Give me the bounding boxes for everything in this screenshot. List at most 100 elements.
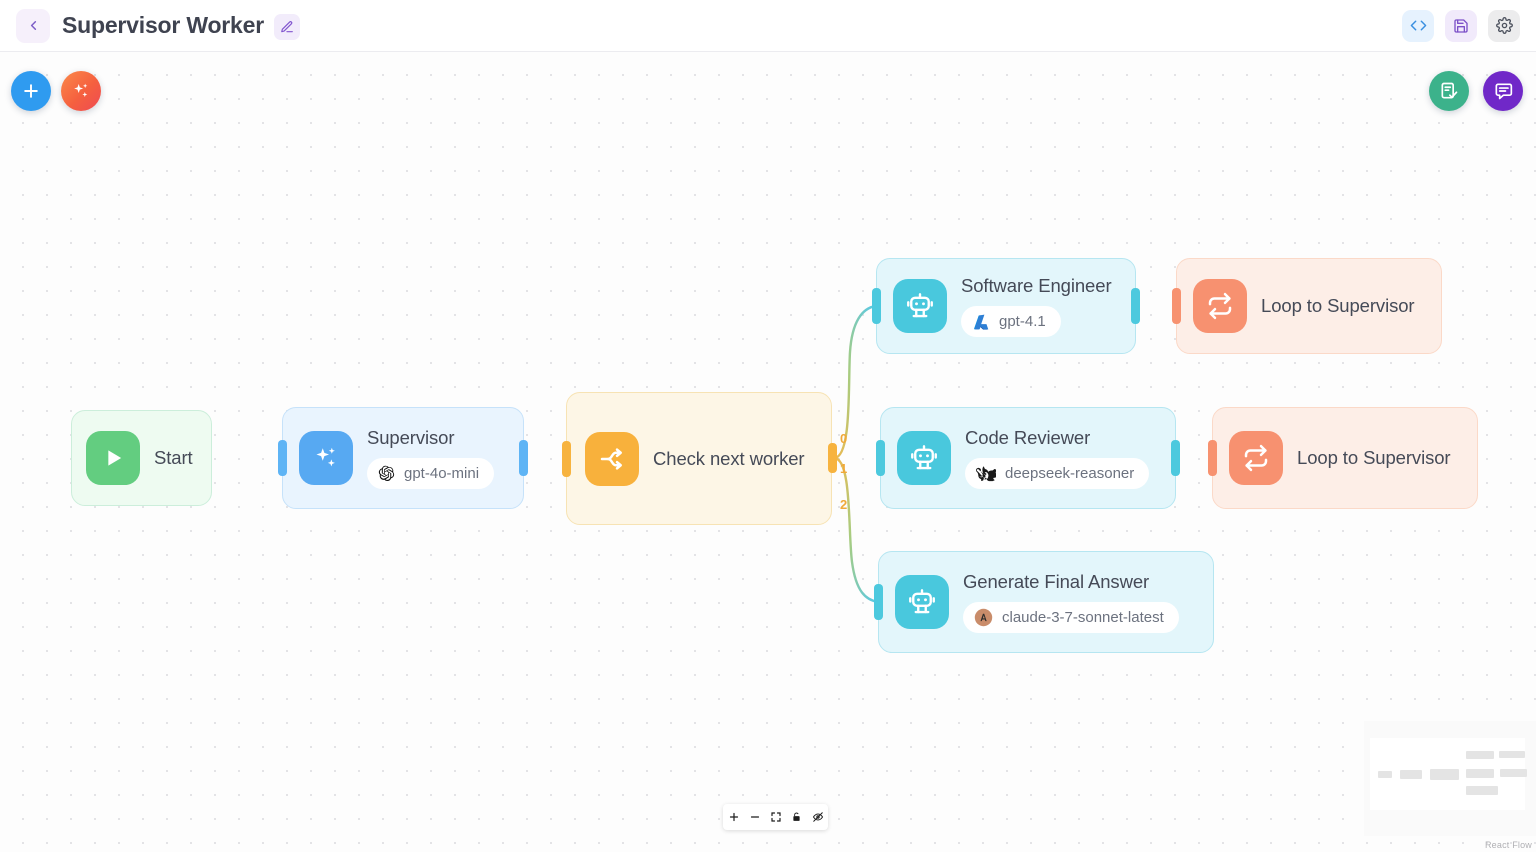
model-name: gpt-4o-mini bbox=[404, 465, 480, 482]
interactivity-button[interactable] bbox=[807, 804, 828, 830]
code-view-button[interactable] bbox=[1402, 9, 1434, 42]
sparkles-icon bbox=[316, 447, 335, 467]
branch-label-2: 2 bbox=[840, 497, 848, 512]
minimap-node bbox=[1430, 769, 1459, 780]
node-body: Loop to Supervisor bbox=[1297, 447, 1451, 469]
chat-button[interactable] bbox=[1483, 71, 1523, 111]
output-handle[interactable] bbox=[1171, 440, 1180, 476]
padlock-icon bbox=[793, 812, 800, 821]
branch-label-1: 1 bbox=[840, 461, 848, 476]
model-badge[interactable]: claude-3-7-sonnet-latest bbox=[963, 602, 1179, 633]
page-title: Supervisor Worker bbox=[62, 12, 264, 38]
node-title: Code Reviewer bbox=[965, 427, 1091, 448]
floppy-disk-icon bbox=[1454, 18, 1468, 33]
node-body: Check next worker bbox=[653, 448, 805, 470]
node-loop-to-supervisor-top[interactable]: Loop to Supervisor bbox=[1172, 258, 1442, 354]
node-body: Software Engineer gpt-4.1 bbox=[961, 275, 1112, 337]
chevron-left-icon bbox=[30, 21, 36, 30]
node-icon bbox=[1229, 431, 1283, 485]
sparkles-icon bbox=[74, 83, 88, 97]
add-node-button[interactable] bbox=[11, 71, 51, 111]
zoom-in-button[interactable] bbox=[723, 804, 744, 830]
node-software-engineer[interactable]: Software Engineer gpt-4.1 bbox=[872, 258, 1140, 354]
model-name: claude-3-7-sonnet-latest bbox=[1002, 609, 1164, 626]
edge-router-final bbox=[833, 456, 879, 604]
input-handle[interactable] bbox=[1172, 288, 1181, 324]
node-title: Start bbox=[154, 447, 193, 468]
node-loop-to-supervisor-middle[interactable]: Loop to Supervisor bbox=[1208, 407, 1478, 509]
input-handle[interactable] bbox=[876, 440, 885, 476]
node-title: Generate Final Answer bbox=[963, 571, 1150, 592]
node-title: Software Engineer bbox=[961, 275, 1112, 296]
branch-label-0: 0 bbox=[840, 431, 848, 446]
input-handle[interactable] bbox=[874, 584, 883, 620]
flow-canvas[interactable]: Start Supervisor gpt-4o-mini bbox=[0, 52, 1536, 852]
input-handle[interactable] bbox=[872, 288, 881, 324]
node-title: Supervisor bbox=[367, 427, 455, 448]
code-brackets-icon bbox=[1410, 20, 1426, 31]
node-body: Loop to Supervisor bbox=[1261, 295, 1415, 317]
settings-button[interactable] bbox=[1488, 9, 1520, 42]
deepseek-whale-logo bbox=[976, 466, 996, 481]
minimap-node bbox=[1466, 769, 1494, 778]
canvas-toolbar-right bbox=[1429, 71, 1523, 111]
openai-logo bbox=[378, 465, 395, 482]
input-handle[interactable] bbox=[562, 440, 571, 477]
branch-icon bbox=[600, 447, 622, 470]
minimap-node bbox=[1500, 769, 1527, 777]
anthropic-logo bbox=[974, 608, 993, 627]
minimap-node bbox=[1378, 771, 1392, 778]
node-icon bbox=[1193, 279, 1247, 333]
node-title: Loop to Supervisor bbox=[1261, 295, 1415, 316]
canvas-controls bbox=[723, 804, 828, 830]
header-actions bbox=[1402, 9, 1520, 42]
node-generate-final-answer[interactable]: Generate Final Answer claude-3-7-sonnet-… bbox=[874, 551, 1214, 653]
minimap-node bbox=[1400, 770, 1422, 779]
minimap[interactable] bbox=[1364, 721, 1536, 836]
model-badge[interactable]: gpt-4o-mini bbox=[367, 458, 495, 489]
model-name: deepseek-reasoner bbox=[1005, 465, 1135, 482]
output-handle-branch-1[interactable] bbox=[828, 443, 837, 473]
node-icon bbox=[897, 431, 951, 485]
node-icon bbox=[895, 575, 949, 629]
loop-icon bbox=[1244, 444, 1268, 472]
input-handle[interactable] bbox=[1208, 440, 1217, 476]
node-body: Supervisor gpt-4o-mini bbox=[367, 427, 495, 489]
node-body: Generate Final Answer claude-3-7-sonnet-… bbox=[963, 571, 1179, 633]
minimap-node bbox=[1466, 751, 1494, 759]
model-badge[interactable]: gpt-4.1 bbox=[961, 306, 1061, 337]
node-check-next-worker[interactable]: Check next worker bbox=[562, 392, 832, 525]
minimap-viewport[interactable] bbox=[1370, 738, 1527, 810]
tasks-button[interactable] bbox=[1429, 71, 1469, 111]
zoom-out-button[interactable] bbox=[744, 804, 765, 830]
rename-workflow-button[interactable] bbox=[273, 14, 300, 40]
fit-view-button[interactable] bbox=[765, 804, 786, 830]
plus-icon bbox=[729, 812, 738, 822]
node-icon bbox=[893, 279, 947, 333]
plus-icon bbox=[24, 84, 38, 98]
gear-icon bbox=[1495, 17, 1513, 34]
model-badge[interactable]: deepseek-reasoner bbox=[965, 458, 1150, 489]
node-start[interactable]: Start bbox=[71, 410, 212, 506]
save-button[interactable] bbox=[1445, 9, 1477, 42]
lock-button[interactable] bbox=[786, 804, 807, 830]
node-body: Start bbox=[154, 447, 193, 469]
input-handle[interactable] bbox=[278, 440, 287, 476]
output-handle[interactable] bbox=[519, 440, 528, 476]
loop-icon bbox=[1208, 292, 1232, 320]
robot-icon bbox=[907, 293, 933, 318]
node-icon bbox=[585, 431, 639, 486]
node-body: Code Reviewer deepseek-reasoner bbox=[965, 427, 1150, 489]
chat-bubble-icon bbox=[1495, 83, 1513, 100]
output-handle[interactable] bbox=[1131, 288, 1140, 324]
minus-icon bbox=[750, 816, 759, 818]
node-code-reviewer[interactable]: Code Reviewer deepseek-reasoner bbox=[876, 407, 1180, 509]
back-button[interactable] bbox=[16, 8, 50, 43]
app-header: Supervisor Worker bbox=[0, 0, 1536, 52]
ai-assist-button[interactable] bbox=[61, 71, 101, 111]
minimap-node bbox=[1499, 751, 1525, 758]
eye-off-icon bbox=[812, 812, 823, 822]
fit-screen-icon bbox=[770, 812, 781, 822]
node-supervisor[interactable]: Supervisor gpt-4o-mini bbox=[278, 407, 528, 509]
node-title: Loop to Supervisor bbox=[1297, 447, 1451, 468]
